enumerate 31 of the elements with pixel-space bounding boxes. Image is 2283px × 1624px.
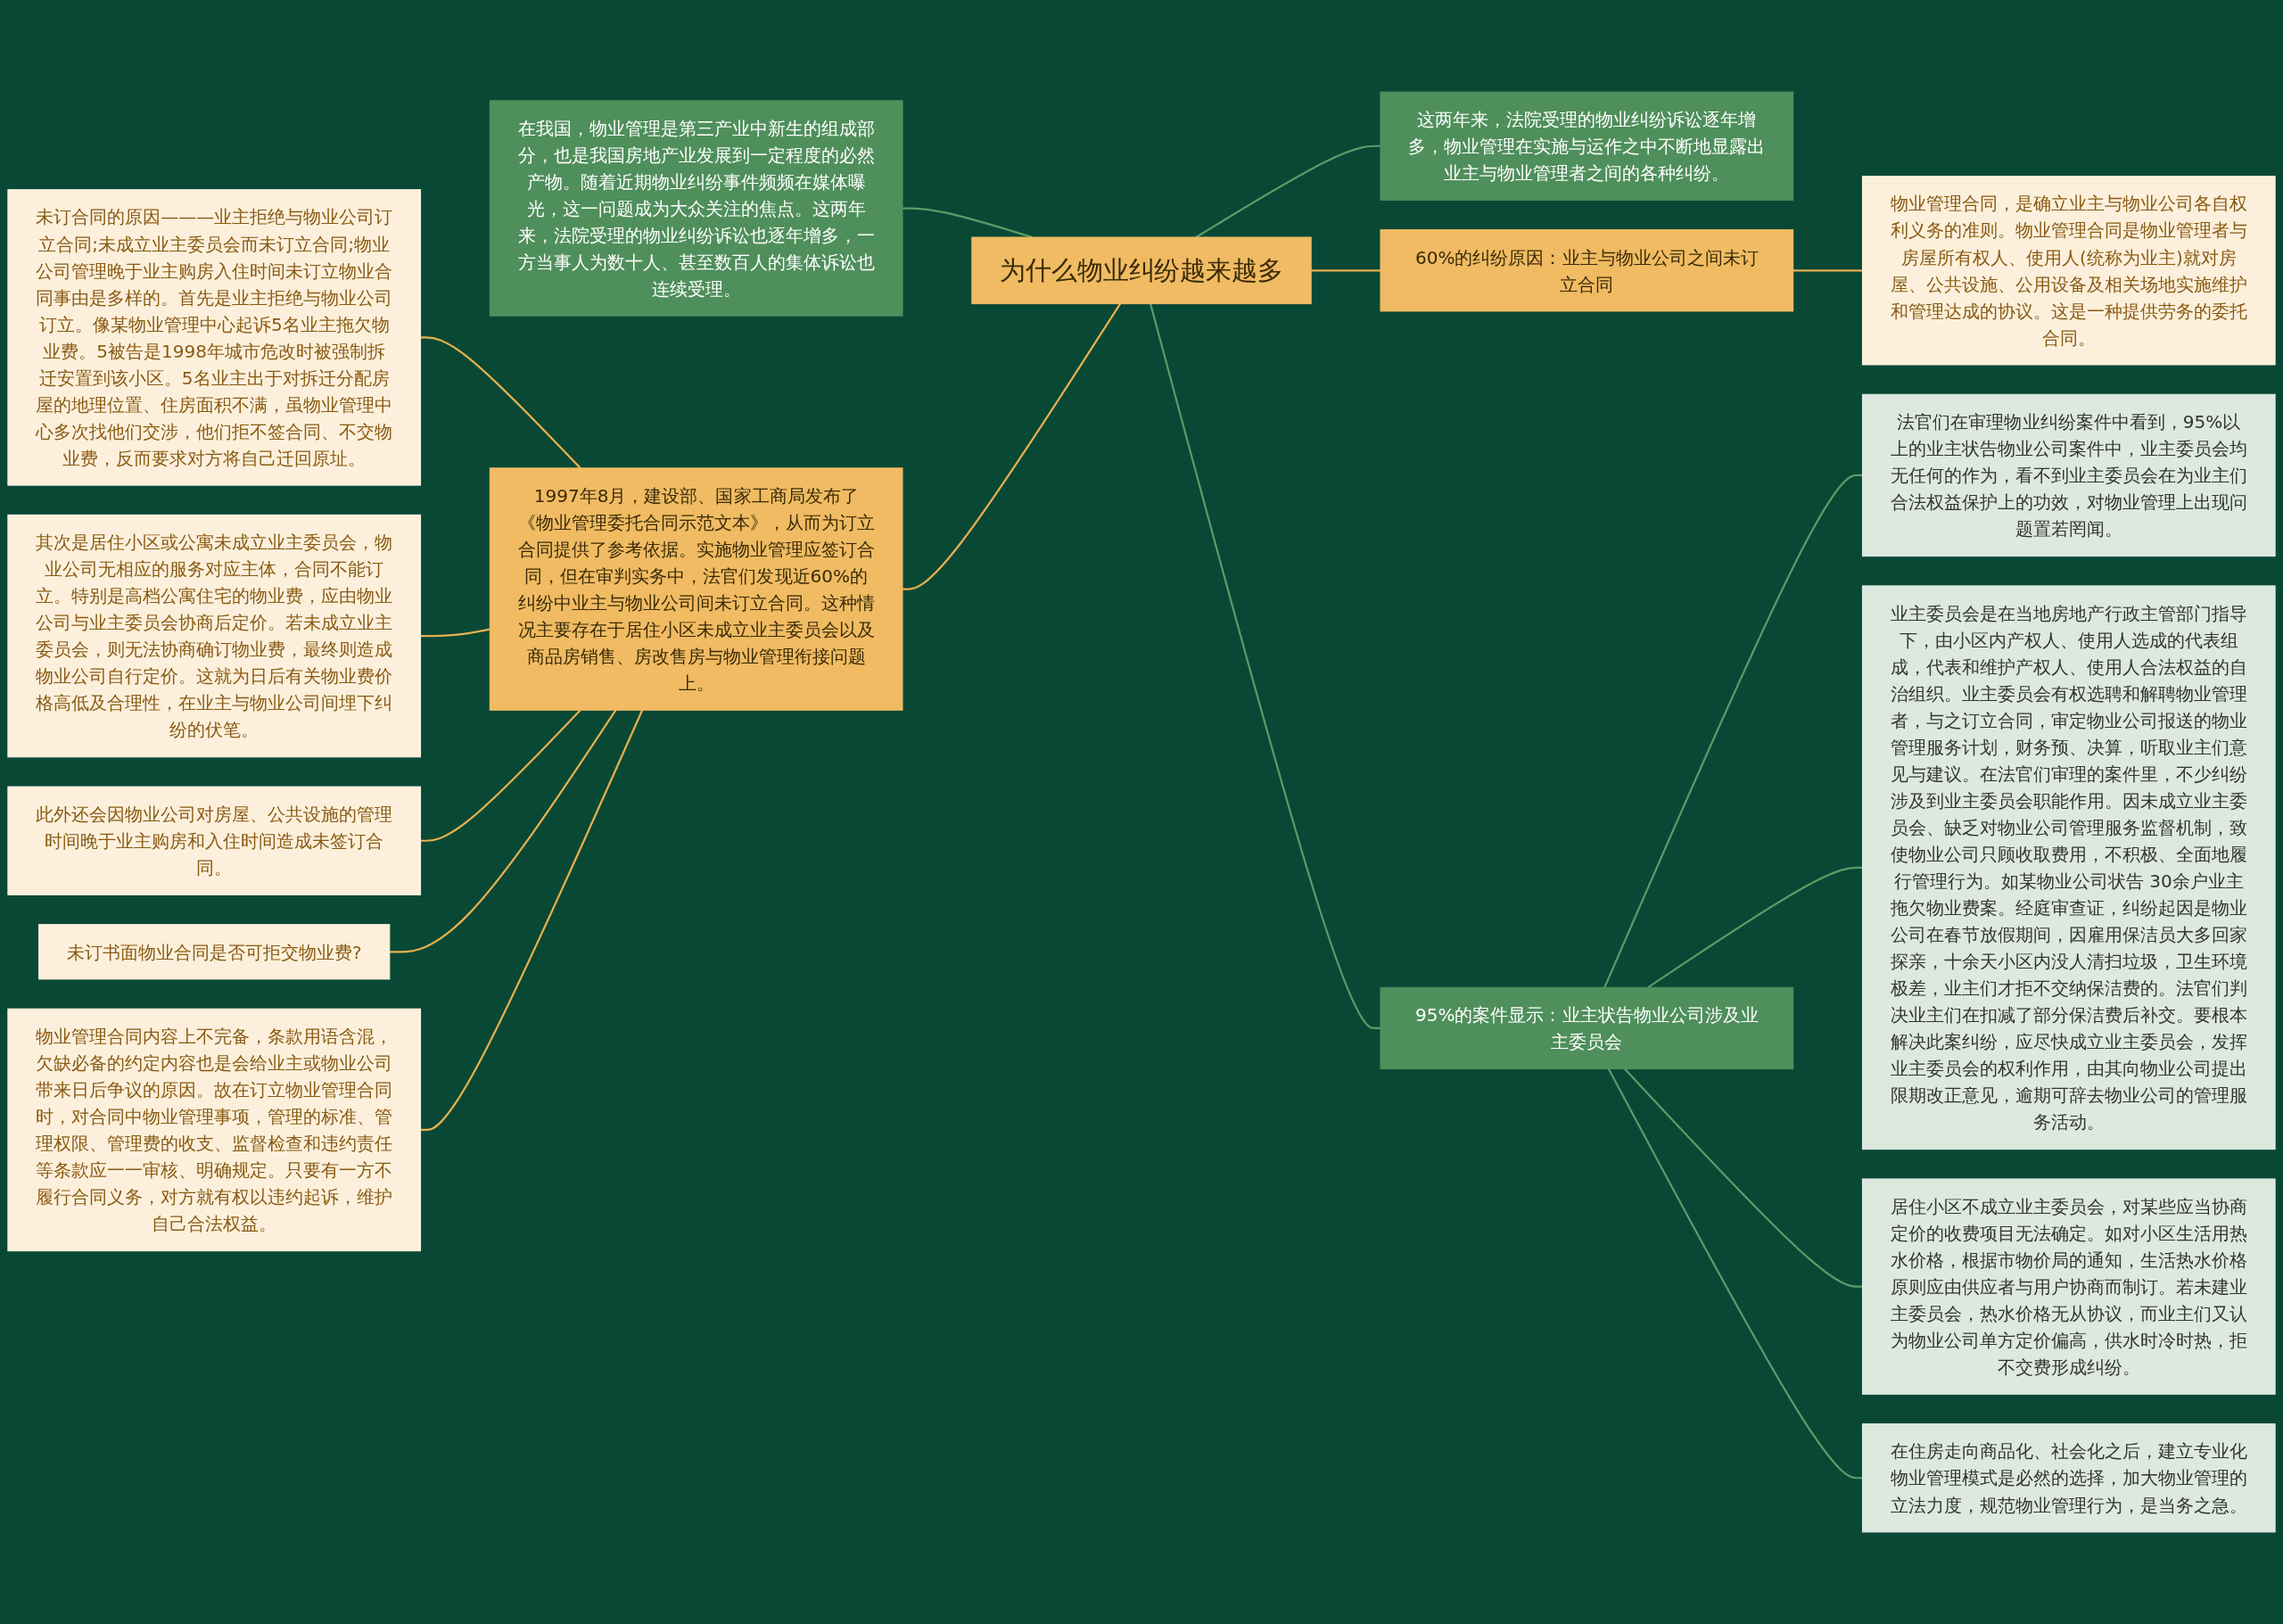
node-box: 未订书面物业合同是否可拒交物业费?	[38, 924, 391, 980]
connector	[1195, 144, 1381, 238]
node-box: 在住房走向商品化、社会化之后，建立专业化物业管理模式是必然的选择，加大物业管理的立法力度，规范物业管理行为，是当务之急。	[1861, 1423, 2276, 1533]
connector	[1311, 269, 1381, 272]
node-box: 60%的纠纷原因：业主与物业公司之间未订立合同	[1380, 229, 1794, 312]
connector	[1647, 866, 1863, 989]
connector	[1607, 1068, 1863, 1480]
node-box: 这两年来，法院受理的物业纠纷诉讼逐年增多，物业管理在实施与运作之中不断地显露出业主与物业管理者之间的各种纠纷。	[1380, 91, 1794, 201]
connector	[420, 336, 581, 469]
connector	[420, 628, 490, 638]
connector	[420, 709, 581, 842]
connector	[1603, 474, 1863, 988]
node-box: 此外还会因物业公司对房屋、公共设施的管理时间晚于业主购房和入住时间造成未签订合同。	[7, 786, 422, 895]
node-box: 其次是居住小区或公寓未成立业主委员会，物业公司无相应的服务对应主体，合同不能订立。特别是高档公寓住宅的物业费，应由物业公司与业主委员会协商后定价。若未成立业主委员会，则无法协商确订物业费，最终则造成物业公司自行定价。这就为日后有关物业费价格高低及合理性，在业主与物业公司间埋下纠纷的伏笔。	[7, 514, 422, 758]
node-box: 为什么物业纠纷越来越多	[971, 236, 1312, 305]
node-box: 1997年8月，建设部、国家工商局发布了《物业管理委托合同示范文本》，从而为订立合同提供了参考依据。实施物业管理应签订合同，但在审判实务中，法官们发现近60%的纠纷中业主与物业公司间未订立合同。这种情况主要存在于居住小区未成立业主委员会以及商品房销售、房改售房与物业管理衔接问题上。	[489, 467, 903, 711]
connector	[1624, 1068, 1863, 1288]
node-box: 物业管理合同，是确立业主与物业公司各自权利义务的准则。物业管理合同是物业管理者与房屋所有权人、使用人(统称为业主)就对房屋、公共设施、公用设备及相关场地实施维护和管理达成的协议。这是一种提供劳务的委托合同。	[1861, 176, 2276, 366]
node-box: 在我国，物业管理是第三产业中新生的组成部分，也是我国房地产业发展到一定程度的必然产物。随着近期物业纠纷事件频频在媒体曝光，这一问题成为大众关注的焦点。这两年来，法院受理的物业纠纷诉讼也逐年增多，一方当事人为数十人、甚至数百人的集体诉讼也连续受理。	[489, 100, 903, 317]
node-box: 95%的案件显示：业主状告物业公司涉及业主委员会	[1380, 986, 1794, 1070]
connector	[1793, 269, 1863, 272]
connector	[389, 709, 617, 953]
connector	[1149, 303, 1381, 1030]
node-box: 未订合同的原因———业主拒绝与物业公司订立合同;未成立业主委员会而未订立合同;物业公司管理晚于业主购房入住时间未订立物业合同事由是多样的。首先是业主拒绝与物业公司订立。像某物业管理中心起诉5名业主拖欠物业费。5被告是1998年城市危改时被强制拆迁安置到该小区。5名业主出于对拆迁分配房屋的地理位置、住房面积不满，虽物业管理中心多次找他们交涉，他们拒不签合同、不交物业费，反而要求对方将自己迁回原址。	[7, 189, 422, 486]
node-box: 居住小区不成立业主委员会，对某些应当协商定价的收费项目无法确定。如对小区生活用热水价格，根据市物价局的通知，生活热水价格原则应由供应者与用户协商而制订。若未建业主委员会，热水价格无从协议，而业主们又认为物业公司单方定价偏高，供水时冷时热，拒不交费形成纠纷。	[1861, 1178, 2276, 1395]
node-box: 物业管理合同内容上不完备，条款用语含混，欠缺必备的约定内容也是会给业主或物业公司带来日后争议的原因。故在订立物业管理合同时，对合同中物业管理事项，管理的标准、管理权限、管理费的收支、监督检查和违约责任等条款应一一审核、明确规定。只要有一方不履行合同义务，对方就有权以违约起诉，维护自己合法权益。	[7, 1008, 422, 1252]
node-box: 业主委员会是在当地房地产行政主管部门指导下，由小区内产权人、使用人选成的代表组成，代表和维护产权人、使用人合法权益的自治组织。业主委员会有权选聘和解聘物业管理者，与之订立合同，审定物业公司报送的物业管理服务计划，财务预、决算，听取业主们意见与建议。在法官们审理的案件里，不少纠纷涉及到业主委员会职能作用。因未成立业主委员会、缺乏对物业公司管理服务监督机制，致使物业公司只顾收取费用，不积极、全面地履行管理行为。如某物业公司状告 30余户业主拖欠物业费案。经庭审查证，纠纷起因是物业公司在春节放假期间，因雇用保洁员大多回家探亲，十余天小区内没人清扫垃圾，卫生环境极差，业主们才拒不交纳保洁费的。法官们判决业主们在扣减了部分保洁费后补交。要根本解决此案纠纷，应尽快成立业主委员会，发挥业主委员会的权利作用，由其向物业公司提出限期改正意见，逾期可辞去物业公司的管理服务活动。	[1861, 585, 2276, 1150]
connector	[902, 207, 1034, 239]
node-box: 法官们在审理物业纠纷案件中看到，95%以上的业主状告物业公司案件中，业主委员会均无任何的作为，看不到业主委员会在为业主们合法权益保护上的功效，对物业管理上出现问题置若罔闻。	[1861, 393, 2276, 557]
connector	[420, 709, 644, 1132]
connector	[902, 302, 1122, 590]
